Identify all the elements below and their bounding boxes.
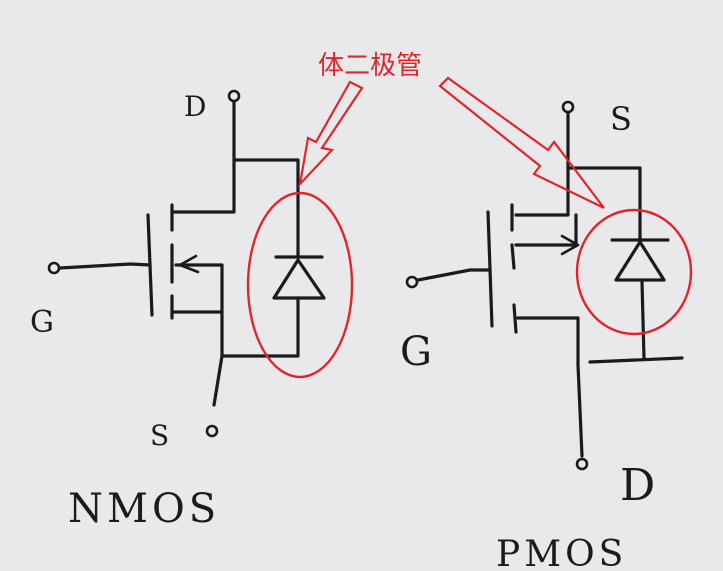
annotation-arrow-right (438, 76, 605, 209)
nmos-drain-contact (172, 158, 236, 214)
pmos-gate-lead (416, 268, 492, 282)
pmos-source-terminal (561, 100, 575, 114)
pmos-type-label: PMOS (496, 534, 627, 571)
nmos-symbol: D G S NMOS (30, 89, 326, 532)
pmos-symbol: S G D PMOS (400, 100, 684, 571)
pmos-channel-bottom (512, 303, 518, 334)
nmos-source-lead (212, 354, 224, 407)
pmos-gate-terminal (405, 275, 419, 289)
pmos-diode-triangle (614, 240, 666, 282)
nmos-gate-terminal (47, 261, 61, 275)
nmos-arrow (178, 254, 200, 274)
nmos-body-contact (174, 263, 224, 314)
nmos-drain-to-diode (232, 158, 300, 207)
pmos-drain-lead (576, 363, 584, 458)
nmos-source-terminal (205, 424, 219, 438)
nmos-diode-highlight (246, 191, 354, 379)
nmos-body-diode (272, 203, 326, 300)
pmos-source-to-diode (566, 166, 642, 234)
pmos-body-diode (610, 230, 670, 360)
pmos-diode-highlight (575, 208, 693, 336)
pmos-drain-label: D (620, 460, 655, 511)
pmos-channel-mid (510, 243, 516, 270)
pmos-arrow (560, 234, 580, 256)
pmos-source-label: S (610, 100, 632, 138)
body-diode-annotation: 体二极管 (318, 51, 422, 81)
nmos-source-label: S (150, 419, 169, 452)
nmos-type-label: NMOS (68, 486, 220, 532)
nmos-drain-terminal (227, 89, 241, 103)
nmos-diode-triangle (272, 258, 326, 300)
annotation-arrow-left (298, 80, 364, 188)
nmos-source-contact (172, 310, 224, 358)
nmos-gate-lead (58, 262, 152, 270)
pmos-drain-terminal (575, 457, 589, 471)
pmos-drain-contact (516, 316, 580, 367)
pmos-gate-label: G (400, 329, 432, 375)
pmos-source-contact (514, 166, 570, 217)
nmos-source-to-diode (220, 296, 300, 358)
nmos-gate-label: G (30, 305, 54, 340)
pmos-drain-bar (588, 356, 684, 364)
pmos-body-contact (514, 213, 578, 247)
nmos-drain-label: D (184, 90, 206, 123)
